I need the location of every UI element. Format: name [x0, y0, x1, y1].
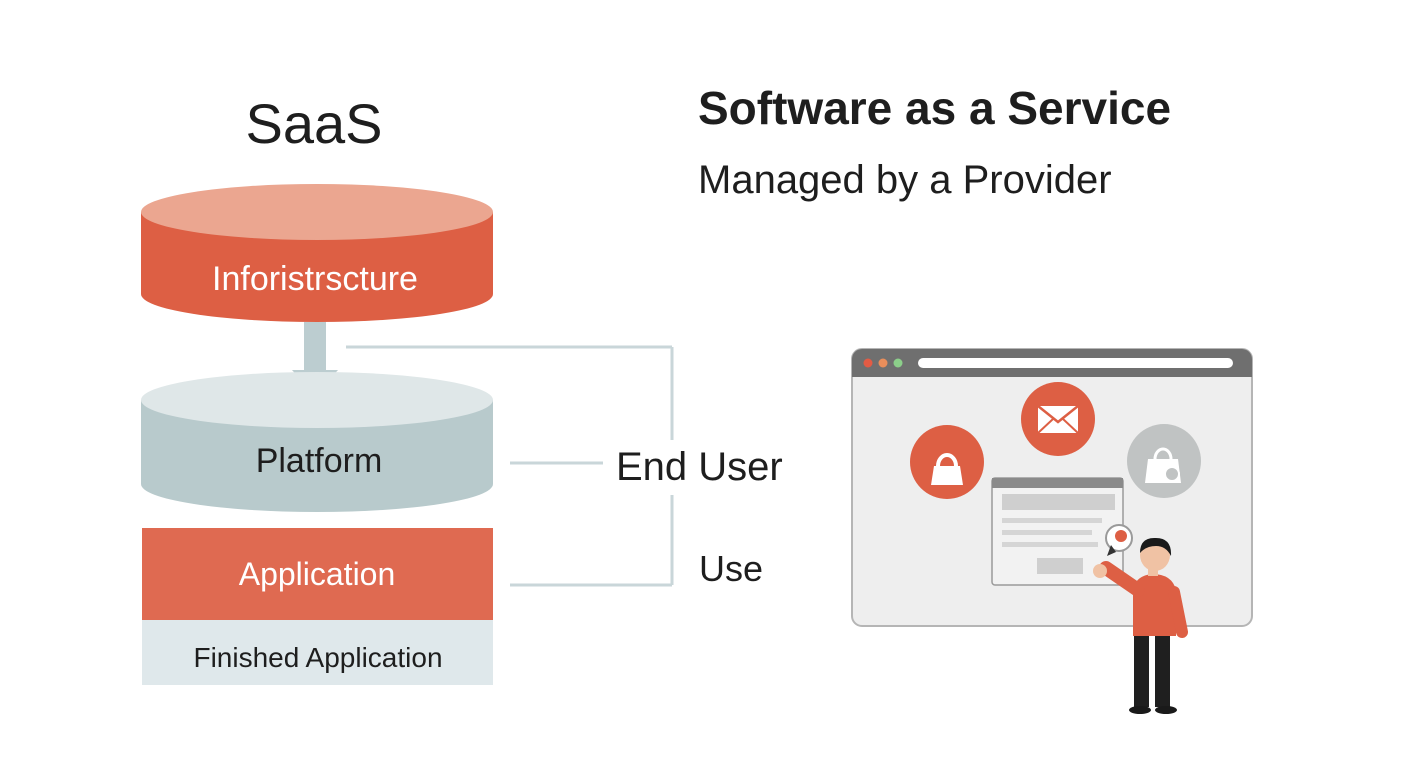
- platform-label: Platform: [256, 442, 383, 480]
- window-maximize-dot: [893, 358, 903, 368]
- finished-application-layer: Finished Application: [142, 620, 493, 685]
- end-user-person-illustration: [1093, 524, 1188, 714]
- use-label: Use: [699, 548, 763, 589]
- finished-application-label: Finished Application: [193, 642, 442, 673]
- heading: Software as a Service: [698, 82, 1171, 134]
- application-layer: Application: [142, 528, 493, 620]
- browser-window-illustration: [851, 348, 1253, 627]
- window-minimize-dot: [878, 358, 888, 368]
- infrastructure-label: Inforistrscture: [212, 260, 418, 298]
- infrastructure-layer: Inforistrscture: [141, 184, 493, 322]
- end-user-label: End User: [616, 445, 783, 489]
- shopping-bag-icon: [910, 425, 984, 499]
- inner-app-window: [991, 477, 1124, 586]
- connector-lines: [346, 345, 674, 587]
- platform-layer: Platform: [141, 372, 493, 512]
- window-close-dot: [863, 358, 873, 368]
- diagram-title: SaaS: [246, 92, 383, 155]
- subheading: Managed by a Provider: [698, 158, 1112, 202]
- mail-icon: [1021, 382, 1095, 456]
- application-label: Application: [239, 556, 396, 592]
- shopping-bag-alt-icon: [1127, 424, 1201, 498]
- address-bar: [918, 358, 1233, 368]
